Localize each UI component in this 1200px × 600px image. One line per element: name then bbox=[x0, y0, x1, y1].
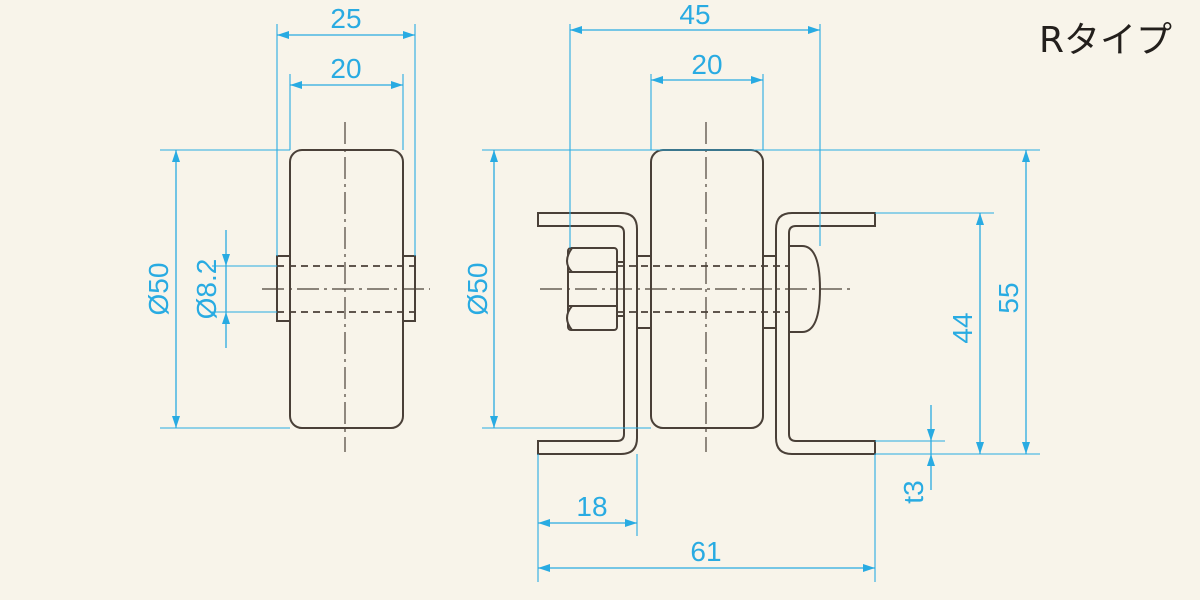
side-view-dimensions: 25 20 Ø50 Ø8.2 bbox=[143, 3, 416, 429]
dim-side-diameter: Ø50 bbox=[143, 263, 174, 316]
dim-front-height-overall: 55 bbox=[993, 282, 1024, 313]
dim-front-diameter: Ø50 bbox=[462, 263, 493, 316]
left-bracket bbox=[537, 212, 638, 455]
dim-front-width-overall: 45 bbox=[679, 0, 710, 30]
dim-front-thickness: t3 bbox=[898, 480, 929, 503]
dim-front-bracket-inner: 18 bbox=[576, 491, 607, 522]
dim-front-width-wheel: 20 bbox=[691, 49, 722, 80]
side-view bbox=[262, 122, 430, 452]
dim-front-height-inner: 44 bbox=[947, 312, 978, 343]
dim-front-base-length: 61 bbox=[690, 536, 721, 567]
dim-side-bore: Ø8.2 bbox=[191, 259, 222, 320]
front-view-dimensions: 45 20 Ø50 18 61 44 55 t3 bbox=[462, 0, 1040, 582]
front-view bbox=[537, 122, 876, 455]
dim-side-width-overall: 25 bbox=[330, 3, 361, 34]
dim-side-width-wheel: 20 bbox=[330, 53, 361, 84]
drawing-title: Rタイプ bbox=[1039, 20, 1172, 61]
